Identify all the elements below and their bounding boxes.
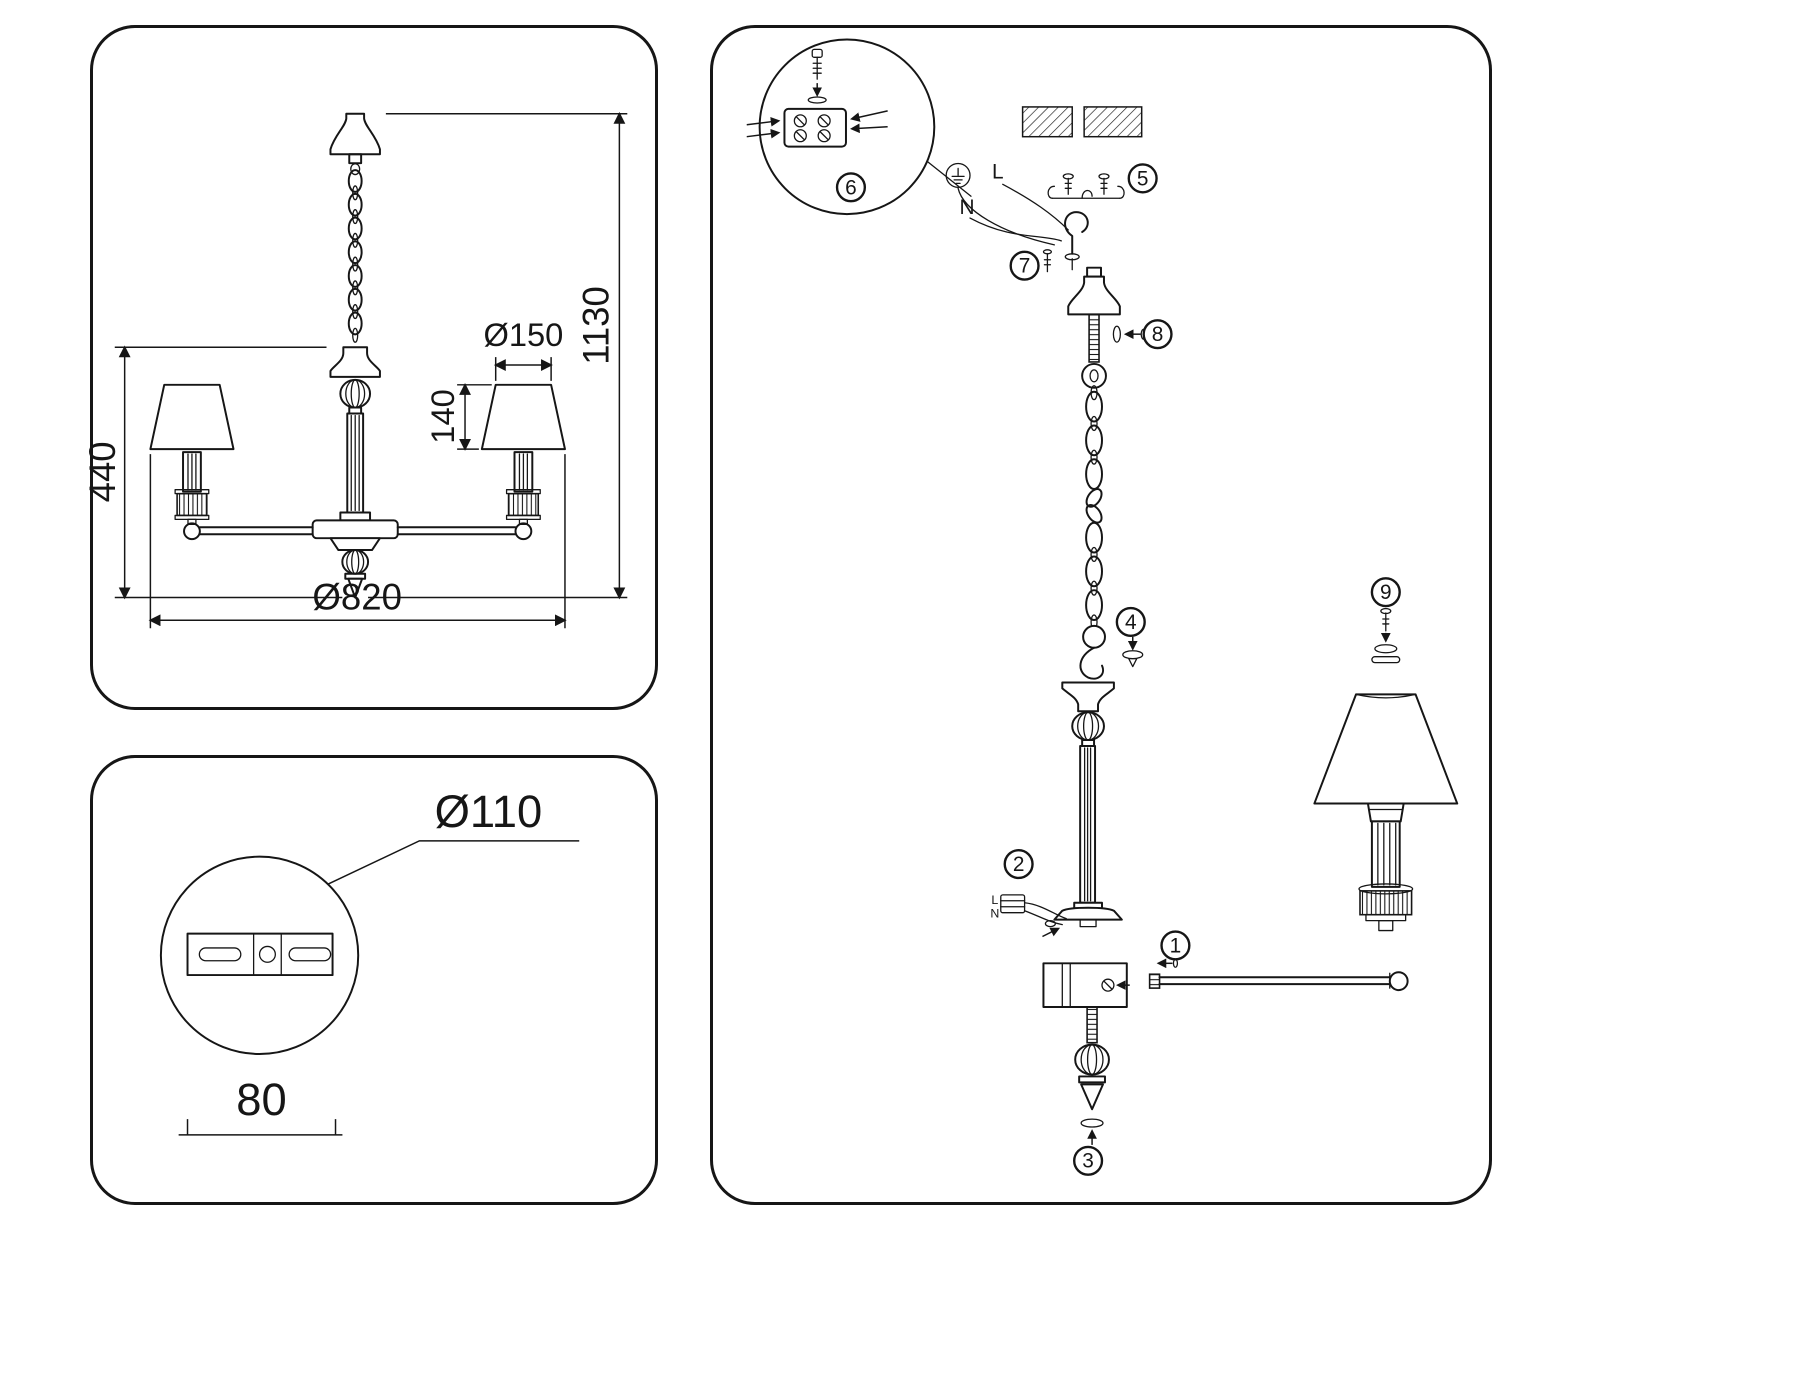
- svg-text:1: 1: [1170, 934, 1182, 957]
- step-marker-7: 7: [1009, 250, 1040, 281]
- step-marker-2: 2: [1003, 848, 1034, 880]
- terminal-screw: [807, 48, 827, 104]
- suspension-chain: [1085, 385, 1103, 630]
- canopy: [329, 112, 381, 176]
- hole-spacing-label: 80: [236, 1074, 286, 1125]
- plate-diameter-label: Ø110: [435, 786, 543, 837]
- canopy-exploded: [1067, 266, 1121, 316]
- left-slot: [198, 947, 242, 962]
- wire-live-label: L: [992, 160, 1004, 183]
- strap-screw-left: [1062, 173, 1074, 195]
- shade-height-label: 140: [424, 389, 461, 443]
- assembly-instructions-panel: 5 L N: [710, 25, 1492, 1205]
- hanging-ring: [1081, 362, 1107, 389]
- hub-set-screw: [1101, 978, 1115, 992]
- finial-washer: [1080, 1118, 1104, 1145]
- arm-ball: [1388, 971, 1409, 992]
- terminal-wires: [746, 110, 888, 139]
- step-marker-9: 9: [1370, 577, 1401, 608]
- terminal-detail-balloon: [746, 38, 972, 216]
- overall-height-label: 1130: [575, 286, 616, 365]
- chain-end-hook: [1079, 624, 1106, 680]
- hub-block: [1042, 962, 1130, 1008]
- shade-plate: [1371, 656, 1401, 664]
- step-marker-3: 3: [1073, 1145, 1104, 1176]
- svg-text:5: 5: [1137, 167, 1149, 190]
- step-marker-8: 8: [1142, 319, 1173, 350]
- lamp-socket: [1358, 802, 1414, 932]
- decor-ball-lower: [1074, 1043, 1110, 1084]
- lower-threaded-rod: [1086, 1006, 1098, 1044]
- knurled-ring: [1359, 890, 1413, 916]
- svg-text:4: 4: [1125, 611, 1137, 634]
- assembly-drawing: 5 L N: [746, 38, 1459, 1176]
- dim-plate-diameter: Ø110: [327, 786, 580, 885]
- front-view-drawing: 440 Ø820 1130 Ø150: [82, 111, 628, 629]
- shade-fixing-screw: [1371, 607, 1401, 664]
- shade-washer: [1374, 644, 1398, 654]
- svg-text:9: 9: [1380, 581, 1392, 604]
- ceiling-hook: [1064, 211, 1089, 271]
- dim-shade-diameter: Ø150: [483, 316, 563, 381]
- center-column-exploded: [1053, 744, 1123, 928]
- svg-text:8: 8: [1152, 323, 1164, 346]
- wiring-connector: L N: [990, 893, 1067, 938]
- mounting-strap: [1047, 173, 1125, 199]
- threaded-stem: [1088, 313, 1100, 363]
- bell-cup: [1061, 681, 1115, 713]
- chain: [347, 169, 363, 343]
- ceiling-cross-section: [1021, 106, 1143, 138]
- earth-ground-icon: [945, 162, 971, 188]
- finial-cone: [1080, 1083, 1104, 1111]
- svg-text:3: 3: [1082, 1150, 1094, 1173]
- arm-wire-live-label: L: [991, 893, 998, 907]
- dim-overall-height: 1130: [368, 111, 628, 600]
- canopy-lock-screw: [1042, 249, 1053, 273]
- right-slot: [288, 947, 332, 962]
- wire-neutral-label: N: [960, 196, 975, 219]
- arm-assembly: [1148, 958, 1409, 992]
- mounting-plate-drawing: Ø110 80: [159, 786, 580, 1136]
- dim-shade-height: 140: [424, 383, 492, 451]
- body-height-label: 440: [82, 441, 123, 502]
- svg-text:2: 2: [1013, 853, 1025, 876]
- dim-hole-spacing: 80: [178, 1074, 343, 1136]
- lamp-shade: [1313, 693, 1459, 805]
- spec-front-view-panel: 440 Ø820 1130 Ø150: [82, 25, 658, 710]
- dim-body-height: 440: [82, 345, 343, 600]
- step-marker-5: 5: [1127, 163, 1158, 194]
- strap-screw-right: [1098, 173, 1110, 195]
- center-hole: [258, 945, 276, 963]
- decor-ball-upper: [1071, 711, 1105, 747]
- center-column: [311, 346, 399, 599]
- shade-diameter-label: Ø150: [483, 316, 563, 353]
- left-lamp: [149, 383, 235, 525]
- supply-wires: [957, 183, 1069, 246]
- chain-connector-nut: [1122, 636, 1144, 668]
- svg-text:7: 7: [1019, 255, 1031, 278]
- spec-mounting-plate-panel: Ø110 80: [90, 755, 658, 1205]
- right-lamp: [480, 383, 566, 525]
- terminal-block: [783, 107, 847, 148]
- arm-threaded-end: [1148, 973, 1161, 989]
- svg-text:6: 6: [845, 176, 857, 199]
- arm-wire-neutral-label: N: [990, 907, 999, 921]
- arms: [183, 522, 533, 541]
- canopy-side-screw: [1112, 325, 1147, 343]
- step-marker-6: 6: [835, 172, 867, 203]
- mounting-plate-detail: [159, 855, 360, 1055]
- column-base: [1053, 906, 1123, 921]
- step-marker-1: 1: [1160, 930, 1191, 961]
- step-marker-4: 4: [1115, 606, 1146, 638]
